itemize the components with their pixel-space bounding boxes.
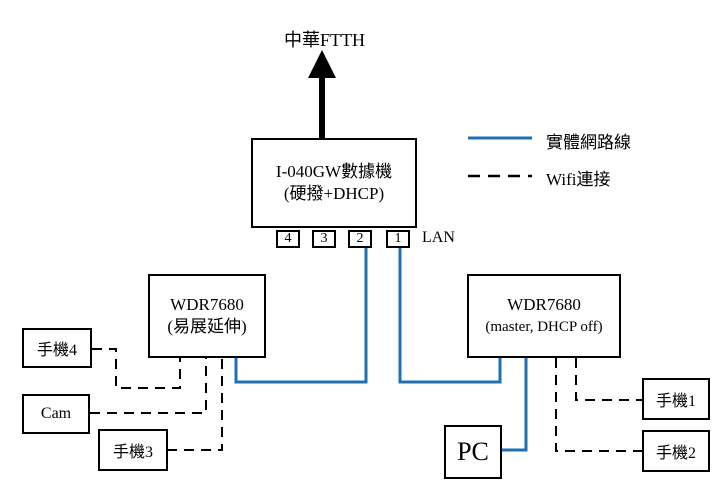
device-phone2-label: 手機2: [655, 445, 696, 462]
router-right: WDR7680 (master, DHCP off): [467, 274, 621, 358]
device-phone3: 手機3: [98, 429, 168, 471]
wifi-cam: [90, 358, 207, 414]
lan-port-4: 4: [276, 230, 300, 248]
wifi-phone3: [150, 358, 223, 451]
device-cam-label: Cam: [40, 405, 72, 422]
device-phone4-label: 手機4: [36, 342, 77, 359]
device-phone4: 手機4: [22, 328, 92, 368]
lan-port-3: 3: [312, 230, 336, 248]
gateway-mode: (硬撥+DHCP): [283, 184, 385, 203]
legend-wifi-label: Wifi連接: [546, 170, 611, 189]
cable-right-router-pc: [502, 358, 528, 452]
device-pc: PC: [444, 425, 502, 479]
legend-wired-label: 實體網路線: [546, 133, 631, 152]
device-pc-label: PC: [457, 437, 489, 466]
wifi-phone2: [555, 358, 642, 452]
lan-port-2: 2: [348, 230, 372, 248]
router-left-model: WDR7680: [170, 295, 244, 314]
router-left-role: (易展延伸): [167, 317, 247, 336]
wifi-phone4: [92, 348, 181, 389]
uplink-arrow-head: [308, 50, 336, 78]
device-phone1: 手機1: [642, 378, 710, 420]
router-right-role: (master, DHCP off): [485, 319, 603, 335]
gateway-name: I-040GW數據機: [275, 162, 393, 181]
router-right-model: WDR7680: [507, 295, 581, 314]
cable-port1-right-router: [398, 248, 502, 384]
gateway-modem: I-040GW數據機 (硬撥+DHCP): [251, 138, 417, 228]
cable-port2-left-router: [234, 248, 368, 384]
ftth-title: 中華FTTH: [284, 30, 365, 50]
device-cam: Cam: [22, 394, 90, 434]
device-phone3-label: 手機3: [112, 444, 153, 461]
lan-label: LAN: [422, 229, 455, 246]
device-phone2: 手機2: [642, 430, 710, 472]
lan-port-1: 1: [386, 230, 410, 248]
device-phone1-label: 手機1: [655, 393, 696, 410]
wifi-phone1: [575, 358, 642, 401]
router-left: WDR7680 (易展延伸): [148, 274, 266, 358]
